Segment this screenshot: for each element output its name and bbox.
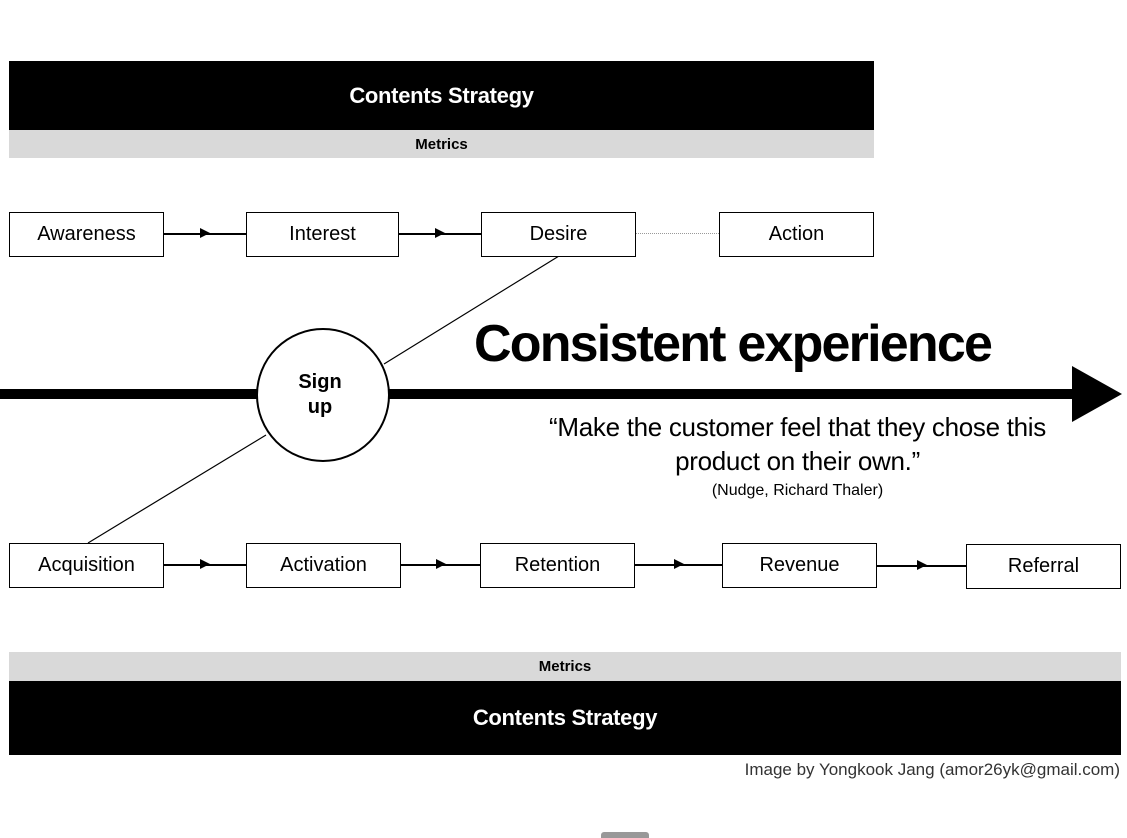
stage-revenue: Revenue <box>722 543 877 588</box>
bottom-metrics-label: Metrics <box>538 658 592 675</box>
stage-action-label: Action <box>768 223 825 245</box>
top-metrics-band: Metrics <box>9 130 874 158</box>
signup-label: Sign up <box>298 371 342 418</box>
top-contents-strategy-label: Contents Strategy <box>349 82 534 108</box>
stage-action: Action <box>719 212 874 257</box>
arrow-interest-desire <box>399 228 481 238</box>
experience-axis <box>0 389 1075 399</box>
dotted-link-desire-action <box>636 233 719 234</box>
arrowhead-icon <box>916 560 927 570</box>
signup-circle: Sign up <box>256 328 390 462</box>
stage-interest-label: Interest <box>289 223 356 245</box>
scroll-handle[interactable] <box>601 832 649 838</box>
arrowhead-icon <box>200 559 210 569</box>
stage-revenue-label: Revenue <box>759 554 840 576</box>
stage-awareness-label: Awareness <box>37 223 136 245</box>
arrowhead-icon <box>435 559 446 569</box>
quote-citation: (Nudge, Richard Thaler) <box>711 482 884 499</box>
arrowhead-icon <box>200 228 210 238</box>
stage-awareness: Awareness <box>9 212 164 257</box>
stage-retention: Retention <box>480 543 635 588</box>
stage-acquisition-label: Acquisition <box>38 554 135 576</box>
stage-desire-label: Desire <box>529 223 588 245</box>
headline: Consistent experience <box>474 312 996 376</box>
arrow-awareness-interest <box>164 228 246 238</box>
arrow-activation-retention <box>401 559 480 569</box>
desire-to-signup-line <box>383 255 560 365</box>
stage-acquisition: Acquisition <box>9 543 164 588</box>
stage-interest: Interest <box>246 212 399 257</box>
arrowhead-icon <box>673 559 684 569</box>
image-credit: Image by Yongkook Jang (amor26yk@gmail.c… <box>744 760 1120 779</box>
stage-retention-label: Retention <box>514 554 601 576</box>
stage-referral-label: Referral <box>1007 555 1080 577</box>
bottom-contents-strategy-band: Contents Strategy <box>9 681 1121 755</box>
top-metrics-label: Metrics <box>415 135 468 153</box>
stage-referral: Referral <box>966 544 1121 589</box>
arrow-acquisition-activation <box>164 559 246 569</box>
arrow-retention-revenue <box>635 559 722 569</box>
signup-to-acquisition-line <box>87 434 267 544</box>
stage-desire: Desire <box>481 212 636 257</box>
quote-text: “Make the customer feel that they chose … <box>549 412 1046 476</box>
stage-activation-label: Activation <box>280 554 367 576</box>
arrowhead-icon <box>435 228 445 238</box>
arrow-revenue-referral <box>877 560 966 570</box>
bottom-contents-strategy-label: Contents Strategy <box>472 705 658 730</box>
stage-activation: Activation <box>246 543 401 588</box>
top-contents-strategy-band: Contents Strategy <box>9 61 874 130</box>
bottom-metrics-band: Metrics <box>9 652 1121 681</box>
experience-axis-arrowhead-icon <box>1072 366 1122 422</box>
